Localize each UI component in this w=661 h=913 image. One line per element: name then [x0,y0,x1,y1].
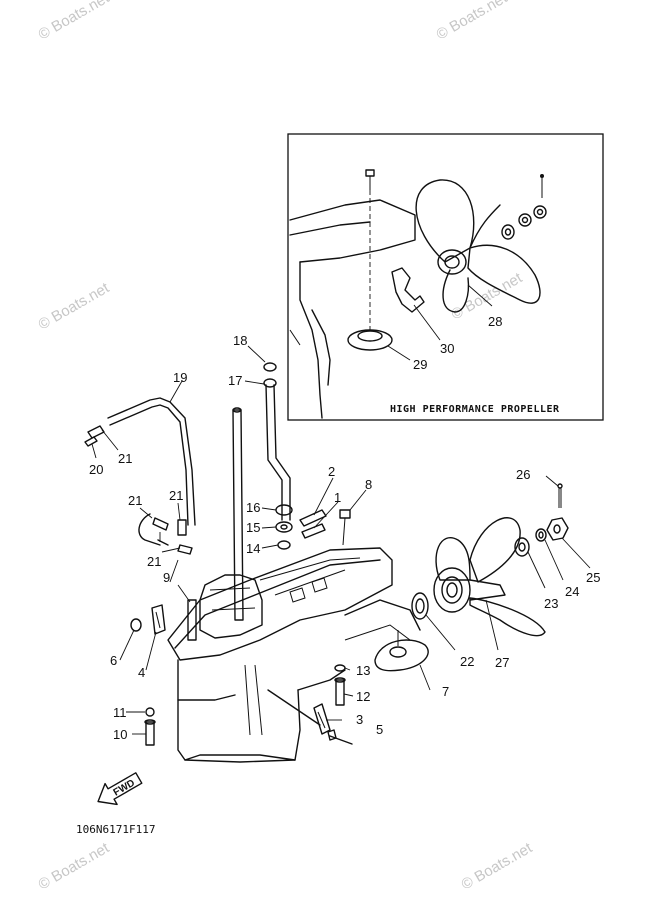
clip-parts [138,513,193,555]
forward-arrow: FWD [97,772,143,806]
watermark-top-right: © Boats.net [434,0,511,43]
callout-14: 14 [246,541,260,556]
callout-21-c: 21 [169,488,183,503]
leader-lines [91,345,559,735]
left-small-parts [130,599,197,746]
callout-29: 29 [413,357,427,372]
callout-9: 9 [163,570,170,585]
callout-13: 13 [356,663,370,678]
callout-26: 26 [516,467,530,482]
callout-18: 18 [233,333,247,348]
callout-30: 30 [440,341,454,356]
callout-2: 2 [328,464,335,479]
inset-panel: HIGH PERFORMANCE PROPELLER [287,133,604,421]
callout-7: 7 [442,684,449,699]
callout-4: 4 [138,665,145,680]
watermark-bottom-left: © Boats.net [36,839,113,893]
callout-16: 16 [246,500,260,515]
callout-10: 10 [113,727,127,742]
lower-bolts [267,664,353,745]
drawing-code: 106N6171F117 [76,823,155,836]
callout-11: 11 [113,705,127,720]
callout-15: 15 [246,520,260,535]
watermark-bottom-right: © Boats.net [459,839,536,893]
seals-and-bolts [275,504,351,550]
callout-28: 28 [488,314,502,329]
fwd-label: FWD [112,778,137,799]
callout-21-d: 21 [147,554,161,569]
callout-20: 20 [89,462,103,477]
callout-21-a: 21 [118,451,132,466]
callout-22: 22 [460,654,474,669]
callout-1: 1 [334,490,341,505]
callout-labels: 1 2 3 4 5 6 7 8 9 10 11 12 13 14 15 16 1… [89,314,600,742]
callout-19: 19 [173,370,187,385]
callout-25: 25 [586,570,600,585]
callout-5: 5 [376,722,383,737]
callout-27: 27 [495,655,509,670]
callout-21-b: 21 [128,493,142,508]
watermark-mid-left: © Boats.net [36,279,113,333]
watermark-top-left: © Boats.net [36,0,113,43]
inset-caption: HIGH PERFORMANCE PROPELLER [390,404,560,415]
water-tube [263,362,291,521]
callout-3: 3 [356,712,363,727]
callout-17: 17 [228,373,242,388]
lower-unit-housing [167,407,421,763]
callout-6: 6 [110,653,117,668]
main-propeller [374,483,591,691]
callout-24: 24 [565,584,579,599]
callout-12: 12 [356,689,370,704]
callout-8: 8 [365,477,372,492]
callout-23: 23 [544,596,558,611]
